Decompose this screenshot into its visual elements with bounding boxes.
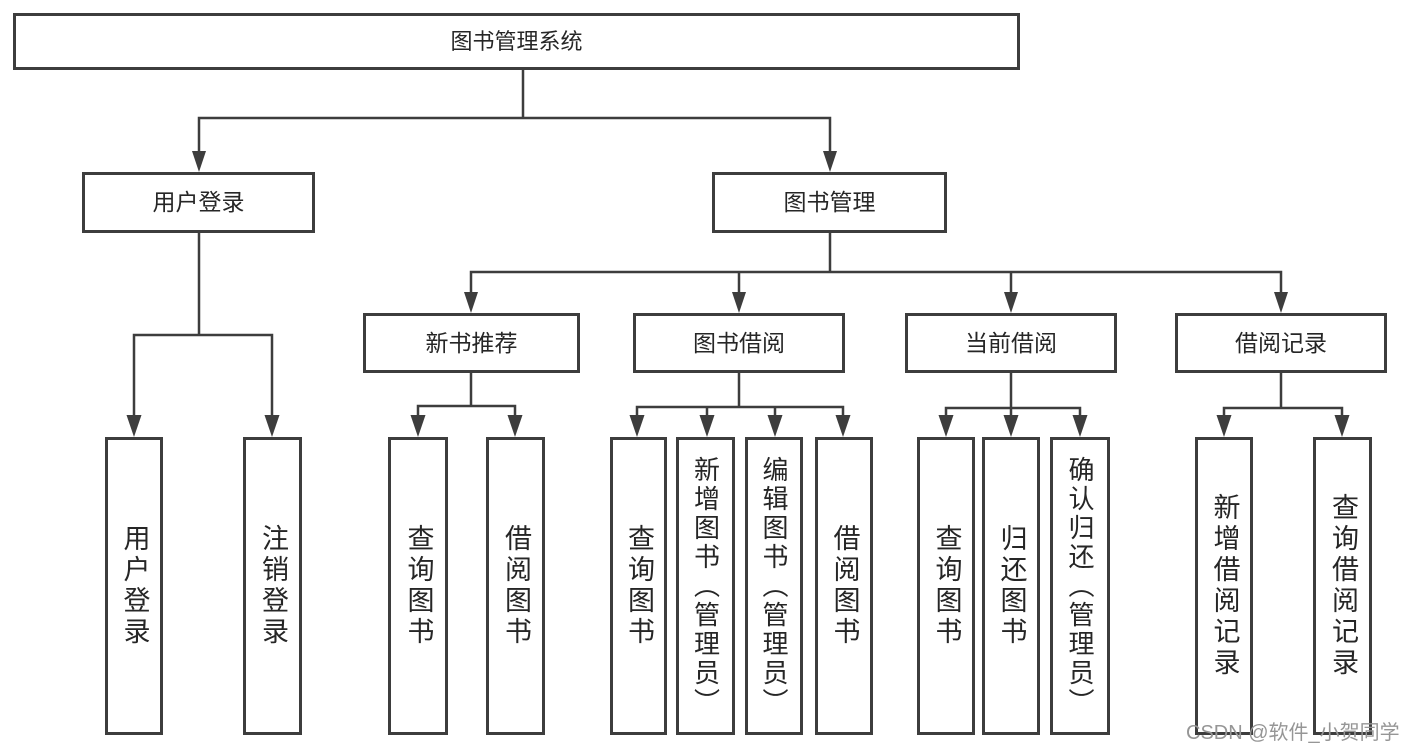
- leaf-records-query-record: 查询借阅记录: [1313, 437, 1372, 735]
- leaf-current-confirm-return-admin-label: 确认归还（管理员）: [1065, 455, 1095, 717]
- leaf-user-login: 用户登录: [105, 437, 163, 735]
- leaf-logout: 注销登录: [243, 437, 302, 735]
- leaf-borrowing-add-book-admin-label: 新增图书（管理员）: [690, 455, 721, 717]
- node-user-login: 用户登录: [82, 172, 315, 233]
- leaf-borrowing-query-book: 查询图书: [610, 437, 667, 735]
- leaf-borrowing-borrow-book-label: 借阅图书: [829, 524, 860, 648]
- leaf-records-add-record-label: 新增借阅记录: [1209, 493, 1240, 679]
- node-root-label: 图书管理系统: [450, 28, 583, 54]
- leaf-current-query-book-label: 查询图书: [931, 524, 962, 648]
- arrowheads: [126, 151, 1350, 437]
- leaf-borrowing-edit-book-admin-label: 编辑图书（管理员）: [759, 455, 789, 717]
- node-current-borrowing: 当前借阅: [905, 313, 1117, 373]
- leaf-logout-label: 注销登录: [258, 524, 288, 648]
- leaf-current-return-book: 归还图书: [982, 437, 1040, 735]
- node-new-book-recommend: 新书推荐: [363, 313, 580, 373]
- node-book-borrowing: 图书借阅: [633, 313, 845, 373]
- node-current-borrowing-label: 当前借阅: [965, 329, 1057, 356]
- leaf-records-add-record: 新增借阅记录: [1195, 437, 1253, 735]
- leaf-records-query-record-label: 查询借阅记录: [1328, 493, 1358, 679]
- leaf-borrowing-query-book-label: 查询图书: [624, 524, 654, 648]
- leaf-current-confirm-return-admin: 确认归还（管理员）: [1050, 437, 1110, 735]
- node-book-borrowing-label: 图书借阅: [693, 329, 785, 356]
- node-new-book-recommend-label: 新书推荐: [425, 329, 518, 356]
- node-book-management-label: 图书管理: [783, 189, 876, 215]
- node-borrowing-records-label: 借阅记录: [1235, 329, 1327, 356]
- csdn-watermark: CSDN @软件_小贺同学: [1186, 722, 1400, 744]
- leaf-borrowing-borrow-book: 借阅图书: [815, 437, 873, 735]
- node-user-login-label: 用户登录: [152, 189, 245, 215]
- leaf-newbooks-borrow-book-label: 借阅图书: [501, 524, 531, 648]
- node-book-management: 图书管理: [712, 172, 947, 233]
- leaf-newbooks-query-book: 查询图书: [388, 437, 448, 735]
- leaf-borrowing-add-book-admin: 新增图书（管理员）: [676, 437, 735, 735]
- node-root: 图书管理系统: [13, 13, 1020, 70]
- leaf-borrowing-edit-book-admin: 编辑图书（管理员）: [745, 437, 803, 735]
- leaf-user-login-label: 用户登录: [119, 524, 150, 648]
- leaf-current-return-book-label: 归还图书: [996, 524, 1027, 648]
- node-borrowing-records: 借阅记录: [1175, 313, 1387, 373]
- leaf-newbooks-borrow-book: 借阅图书: [486, 437, 545, 735]
- leaf-newbooks-query-book-label: 查询图书: [403, 524, 434, 648]
- leaf-current-query-book: 查询图书: [917, 437, 975, 735]
